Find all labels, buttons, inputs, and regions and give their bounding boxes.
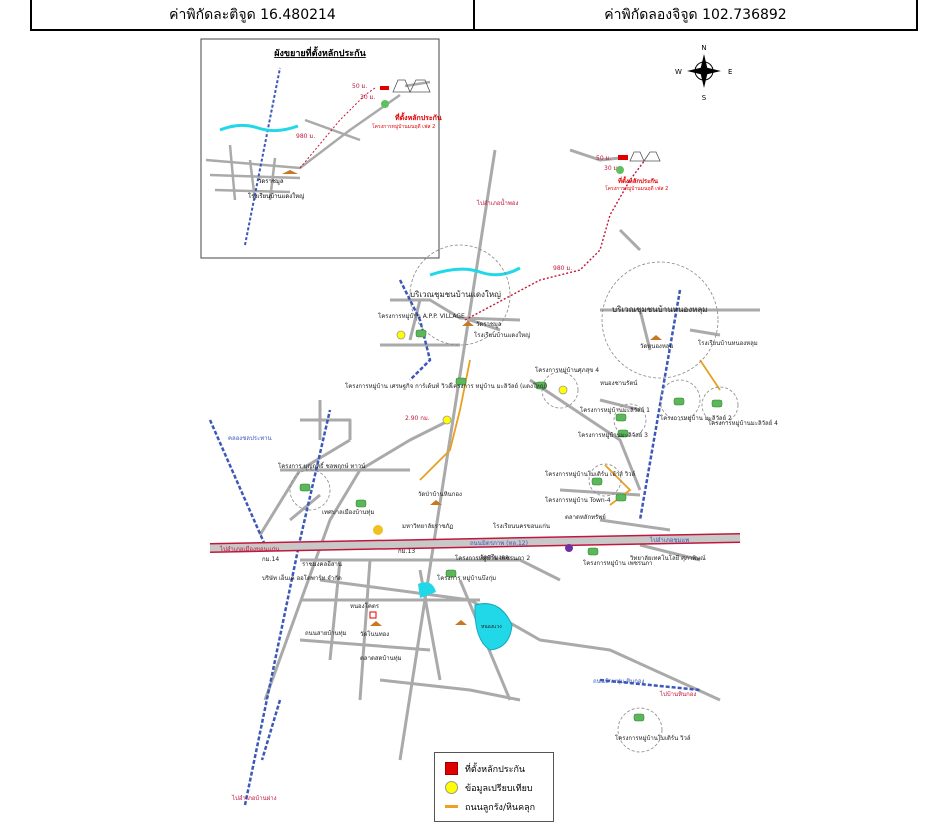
svg-text:ตลาดหลักทรัพย์: ตลาดหลักทรัพย์ — [565, 513, 606, 521]
svg-text:โรงเรียนนครขอนแก่น: โรงเรียนนครขอนแก่น — [493, 522, 550, 530]
svg-text:โครงการหมู่บ้านมนฤดี เฟส 2: โครงการหมู่บ้านมนฤดี เฟส 2 — [605, 185, 668, 192]
route-to-collateral — [464, 159, 646, 321]
collateral-marker — [618, 155, 628, 160]
svg-text:โครงการหมู่บ้านโมเดิร์น วิวล์: โครงการหมู่บ้านโมเดิร์น วิวล์ — [615, 734, 691, 742]
svg-text:โครงการหมู่บ้าน เศรษฐกิจ การ์เ: โครงการหมู่บ้าน เศรษฐกิจ การ์เด้นท์ วิวล… — [345, 382, 452, 390]
svg-text:โครงการหมู่บ้าน เพชรนภา: โครงการหมู่บ้าน เพชรนภา — [583, 559, 652, 567]
svg-text:E: E — [728, 68, 732, 76]
svg-text:50 ม.: 50 ม. — [352, 83, 367, 90]
svg-text:โครงการ หมู่บ้านบึงกุ่ม: โครงการ หมู่บ้านบึงกุ่ม — [437, 574, 496, 582]
shell-icon — [373, 525, 383, 535]
svg-text:กม.14: กม.14 — [262, 556, 279, 563]
svg-text:N: N — [701, 44, 706, 52]
svg-text:โครงการหมู่บ้านมะลิวัลย์ 1: โครงการหมู่บ้านมะลิวัลย์ 1 — [580, 406, 650, 414]
inset-project-icon — [381, 100, 389, 108]
svg-text:ราชมงคลอีสาน: ราชมงคลอีสาน — [302, 560, 342, 568]
svg-text:โรงเรียนบ้านหนองหลุม: โรงเรียนบ้านหนองหลุม — [698, 339, 758, 347]
svg-text:30 ม.: 30 ม. — [360, 94, 375, 101]
coordinate-bar: ค่าพิกัดละติจูด 16.480214 ค่าพิกัดลองจิจ… — [30, 0, 918, 31]
svg-text:โครงการหมู่บ้าน มะลิวัลย์ 2: โครงการหมู่บ้าน มะลิวัลย์ 2 — [660, 414, 732, 422]
legend-collateral: ที่ตั้งหลักประกัน — [443, 759, 545, 778]
project-icons — [299, 329, 723, 722]
svg-text:หนองแวง: หนองแวง — [481, 624, 502, 630]
svg-text:มหาวิทยาลัยราชภัฏ: มหาวิทยาลัยราชภัฏ — [402, 523, 453, 530]
svg-text:ไปบ้านหินกอง: ไปบ้านหินกอง — [659, 690, 696, 698]
svg-text:โรงเรียนบ้านแดงใหญ่: โรงเรียนบ้านแดงใหญ่ — [248, 192, 304, 200]
svg-text:โครงการหมู่บ้านมะลิวัลย์ 4: โครงการหมู่บ้านมะลิวัลย์ 4 — [708, 419, 778, 427]
svg-text:บริเวณชุมชนบ้านแดงใหญ่: บริเวณชุมชนบ้านแดงใหญ่ — [410, 290, 501, 299]
svg-text:980 ม.: 980 ม. — [553, 265, 572, 272]
svg-text:วัดราชมูล: วัดราชมูล — [258, 178, 284, 185]
svg-text:980 ม.: 980 ม. — [296, 133, 315, 140]
blue-roads — [208, 279, 701, 806]
svg-text:โครงการหมู่บ้านมะลิวัลย์ 3: โครงการหมู่บ้านมะลิวัลย์ 3 — [578, 431, 648, 439]
svg-text:S: S — [702, 94, 707, 102]
svg-text:บริเวณชุมชนบ้านหนองหลุม: บริเวณชุมชนบ้านหนองหลุม — [612, 305, 708, 314]
compass-rose: N S E W — [675, 44, 732, 102]
svg-text:ไปอำเภอน้ำพอง: ไปอำเภอน้ำพอง — [476, 197, 518, 207]
svg-text:หนองชานรัตน์: หนองชานรัตน์ — [600, 379, 637, 387]
svg-text:โครงการ บุญฤทธิ์ ชลพฤกษ์ ทาวน์: โครงการ บุญฤทธิ์ ชลพฤกษ์ ทาวน์ — [278, 461, 365, 470]
svg-text:วัดหนองหลุม: วัดหนองหลุม — [640, 343, 673, 350]
latitude-cell: ค่าพิกัดละติจูด 16.480214 — [169, 6, 336, 23]
community-circle-nong-khun — [601, 261, 719, 379]
svg-text:วัดโนนทอง: วัดโนนทอง — [360, 630, 389, 638]
inset-title: ผังขยายที่ตั้งหลักประกัน — [274, 46, 366, 59]
local-roads — [258, 148, 760, 761]
inset-map: ผังขยายที่ตั้งหลักประกัน 50 ม. 30 ม. 980… — [200, 38, 442, 259]
longitude-cell: ค่าพิกัดลองจิจูด 102.736892 — [473, 0, 916, 29]
svg-text:เทศบาลเมืองบ้านทุ่ม: เทศบาลเมืองบ้านทุ่ม — [322, 508, 374, 516]
inset-temple-icon — [282, 170, 298, 174]
svg-text:วัดศรีมงคล: วัดศรีมงคล — [480, 553, 509, 561]
comparison-markers — [396, 330, 568, 425]
svg-text:วิทยาลัยเทคโนโลยี ศุภาพิษณ์: วิทยาลัยเทคโนโลยี ศุภาพิษณ์ — [629, 554, 706, 562]
purple-icon — [565, 544, 573, 552]
svg-text:วัดราชมูล: วัดราชมูล — [476, 321, 502, 328]
svg-text:คลองชลประทาน: คลองชลประทาน — [228, 435, 272, 442]
svg-text:ที่ตั้งหลักประกัน: ที่ตั้งหลักประกัน — [618, 175, 659, 185]
highway-12: ถนนมิตรภาพ (ทล.12) ไปอำเภอเมืองขอนแก่น ไ… — [209, 533, 741, 553]
svg-text:โครงการหมู่บ้าน A.P.P. VILLAGE: โครงการหมู่บ้าน A.P.P. VILLAGE — [378, 312, 465, 320]
inset-collateral-marker — [380, 86, 389, 90]
svg-text:30 ม.: 30 ม. — [604, 165, 619, 172]
svg-text:โครงการหมู่บ้าน Town-4: โครงการหมู่บ้าน Town-4 — [545, 496, 611, 504]
svg-text:ไปอำเภอเมืองขอนแก่น: ไปอำเภอเมืองขอนแก่น — [219, 545, 279, 553]
legend-laterite: ถนนลูกรัง/หินคลุก — [443, 797, 545, 816]
svg-text:โรงเรียนบ้านแดงใหญ่: โรงเรียนบ้านแดงใหญ่ — [474, 331, 530, 339]
svg-text:ไปอำเภอชุมแพ: ไปอำเภอชุมแพ — [649, 536, 689, 544]
svg-text:โครงการหมู่บ้าน เพชรนภา 2: โครงการหมู่บ้าน เพชรนภา 2 — [455, 554, 530, 562]
yellow-circle-icon — [444, 781, 458, 794]
orange-line-icon — [444, 805, 458, 808]
community-circle-daeng-yai — [409, 244, 511, 346]
stream — [429, 266, 521, 277]
collateral-site[interactable]: 50 ม. 30 ม. ที่ตั้งหลักประกัน โครงการหมู… — [596, 151, 668, 192]
legend-comparison: ข้อมูลเปรียบเทียบ — [443, 778, 545, 797]
temple-icons — [370, 321, 662, 626]
svg-text:ถนนบ้านทุ่ม-หินกอง: ถนนบ้านทุ่ม-หินกอง — [593, 678, 644, 685]
svg-text:โครงการ หมู่บ้าน มะลิวัลย์ (แด: โครงการ หมู่บ้าน มะลิวัลย์ (แดงใหญ่) — [450, 382, 547, 390]
svg-text:2.90 กม.: 2.90 กม. — [405, 415, 430, 422]
project-icon — [616, 166, 624, 174]
lake — [474, 603, 513, 651]
svg-text:หนองโคตร: หนองโคตร — [350, 602, 380, 610]
svg-text:กม.13: กม.13 — [398, 548, 415, 555]
svg-text:โครงการหมู่บ้านโมเดิร์น เฮ้าส์: โครงการหมู่บ้านโมเดิร์น เฮ้าส์ วิวล์ — [545, 470, 636, 478]
map-legend: ที่ตั้งหลักประกัน ข้อมูลเปรียบเทียบ ถนนล… — [434, 752, 554, 822]
svg-text:W: W — [675, 68, 682, 76]
svg-text:ถนนสายบ้านทุ่ม: ถนนสายบ้านทุ่ม — [305, 630, 347, 637]
red-square-icon — [444, 762, 458, 775]
svg-text:วัดป่าบ้านหินกอง: วัดป่าบ้านหินกอง — [418, 491, 462, 498]
svg-text:ไปอำเภอบ้านฝาง: ไปอำเภอบ้านฝาง — [231, 794, 277, 802]
svg-text:โครงการหมู่บ้านมนฤดี เฟส 2: โครงการหมู่บ้านมนฤดี เฟส 2 — [372, 123, 435, 130]
svg-text:โครงการหมู่บ้านศุภสุข 4: โครงการหมู่บ้านศุภสุข 4 — [535, 366, 599, 374]
svg-text:บริษัท เอ็นเค ออโตพาร์ท จำกัด: บริษัท เอ็นเค ออโตพาร์ท จำกัด — [262, 573, 342, 582]
svg-text:50 ม.: 50 ม. — [596, 155, 611, 162]
svg-text:ที่ตั้งหลักประกัน: ที่ตั้งหลักประกัน — [395, 111, 442, 122]
hospital-icon — [369, 611, 377, 619]
svg-text:ถนนมิตรภาพ (ทล.12): ถนนมิตรภาพ (ทล.12) — [470, 540, 528, 547]
svg-text:ตลาดสดบ้านทุ่ม: ตลาดสดบ้านทุ่ม — [360, 655, 402, 662]
pond — [418, 582, 436, 598]
